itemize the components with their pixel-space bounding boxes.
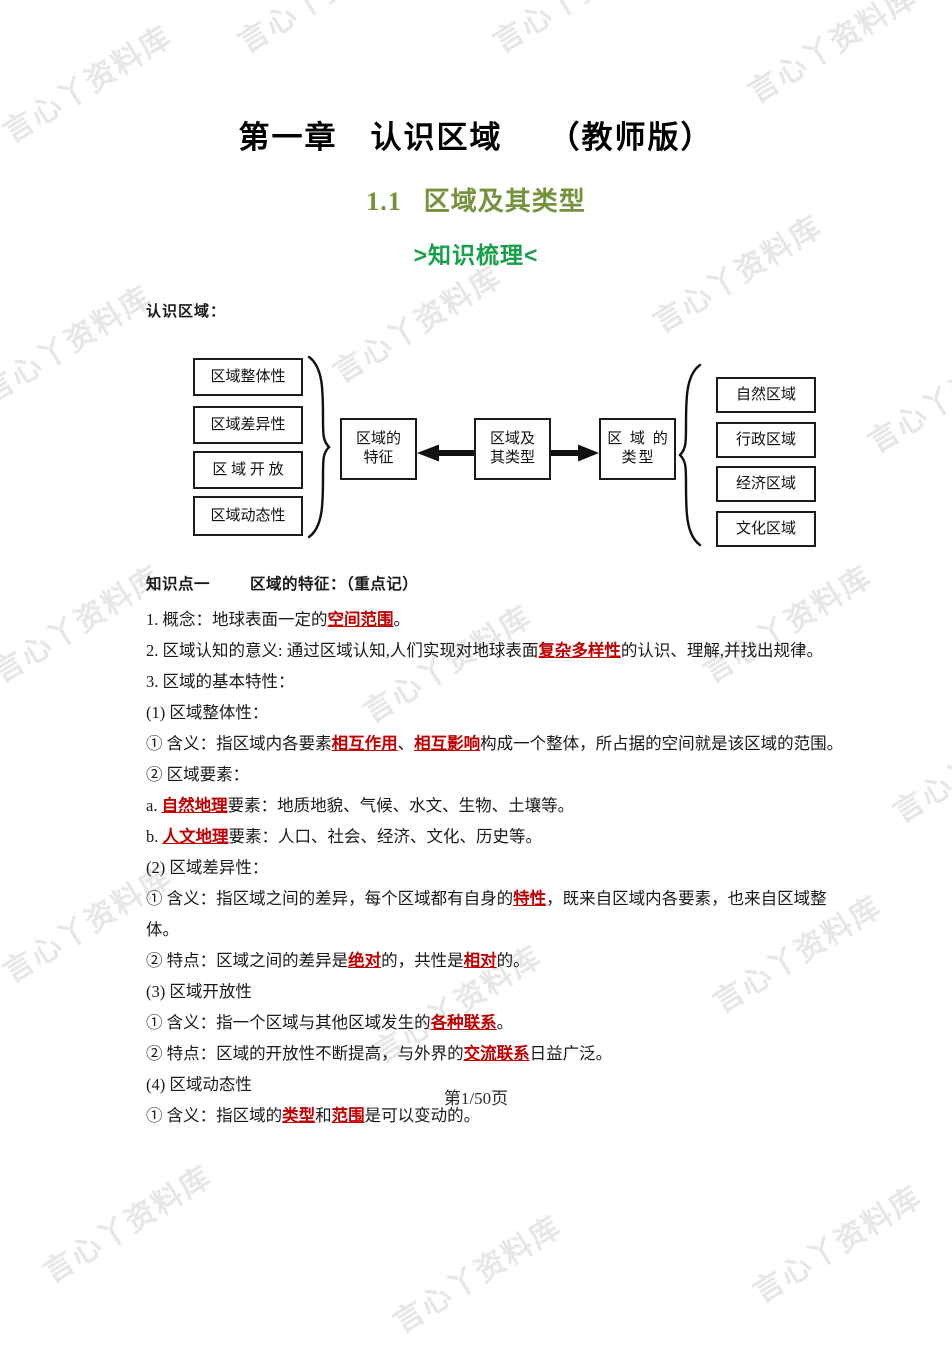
section-heading: 1.1 区域及其类型 [0,181,952,218]
diagram-box-center-right: 区 域 的 类型 [599,418,676,480]
knowledge-point-label: 知识点一 [146,576,211,593]
diagram-box-label: 区域整体性 [210,368,286,385]
diagram-box-label: 行政区域 [735,431,796,448]
chapter-edition: （教师版） [548,120,714,155]
diagram-box-label: 自然区域 [735,386,796,403]
section-title: 区域及其类型 [423,187,586,216]
line-text: 2. 区域认知的意义: 通过区域认知,人们实现对地球表面 [146,641,539,660]
line-text: 和 [315,1106,332,1125]
line-text: 。 [496,1013,514,1032]
lead-label: 认识区域： [146,303,227,320]
diagram-box-left-2: 区域差异性 [193,406,303,444]
page-title: 第一章 认识区域 （教师版） [0,0,952,157]
line-text: 的认识、理解,并找出规律。 [620,641,823,660]
text-line-12: (3) 区域开放性 [146,982,252,1001]
watermark-text: 言心丫资料库 [387,1210,569,1340]
highlight: 空间范围 [327,610,394,629]
highlight: 范围 [331,1106,365,1125]
line-text: 。 [393,610,411,629]
text-line-13: ① 含义：指一个区域与其他区域发生的各种联系。 [146,1007,852,1038]
line-text: ① 含义：指区域的 [146,1106,283,1125]
diagram-box-left-3: 区 域 开 放 [193,451,303,489]
highlight: 特性 [513,889,547,908]
line-text: ，既来自区域内各要素，也来自区域整体。 [146,889,827,939]
text-line-14: ② 特点：区域的开放性不断提高，与外界的交流联系日益广泛。 [146,1038,852,1069]
text-line-16: ① 含义：指区域的类型和范围是可以变动的。 [146,1100,852,1131]
text-line-10: ① 含义：指区域之间的差异，每个区域都有自身的特性，既来自区域内各要素，也来自区… [146,883,852,945]
diagram-box-right-3: 经济区域 [716,466,816,502]
line-text: ① 含义：指区域内各要素 [146,734,332,753]
diagram-box-label: 经济区域 [735,475,796,492]
line-text: ① 含义：指区域之间的差异，每个区域都有自身的 [146,889,514,908]
diagram-box-label-line2: 类型 [621,450,656,466]
diagram-box-label-line1: 区 域 的 [607,431,670,448]
line-text: 是可以变动的。 [364,1106,481,1125]
line-text: 要素：人口、社会、经济、文化、历史等。 [228,827,543,846]
highlight: 相互影响 [414,734,481,753]
highlight: 相互作用 [331,734,398,753]
diagram-box-right-2: 行政区域 [716,422,816,458]
text-line-7: a. 自然地理要素：地质地貌、气候、水文、生物、土壤等。 [146,790,852,821]
diagram-box-label: 区 域 开 放 [212,461,284,478]
line-text: 要素：地质地貌、气候、水文、生物、土壤等。 [227,796,575,815]
diagram-box-label-line2: 特征 [363,450,394,466]
highlight: 类型 [282,1106,316,1125]
line-text: b. [146,827,163,846]
line-text: 的。 [496,951,530,970]
part-heading: >知识梳理< [413,242,539,268]
highlight: 各种联系 [430,1013,497,1032]
diagram-box-label: 文化区域 [735,520,796,537]
watermark-text: 言心丫资料库 [37,1160,219,1290]
text-line-4: (1) 区域整体性： [146,703,269,722]
concept-diagram: 区域整体性 区域差异性 区 域 开 放 区域动态性 区域的 特征 [0,333,952,563]
diagram-box-label-line1: 区域的 [355,431,401,448]
diagram-box-label: 区域差异性 [210,416,286,433]
highlight: 复杂多样性 [538,641,621,660]
arrow-right-icon [551,443,599,468]
diagram-box-left-1: 区域整体性 [193,358,303,396]
highlight: 相对 [463,951,497,970]
line-text: 、 [397,734,415,753]
text-line-8: b. 人文地理要素：人口、社会、经济、文化、历史等。 [146,821,852,852]
text-line-15: (4) 区域动态性 [146,1075,252,1094]
knowledge-point-heading: 知识点一 区域的特征：（重点记） [146,569,852,600]
diagram-box-right-4: 文化区域 [716,511,816,547]
highlight: 绝对 [348,951,382,970]
diagram-box-label: 区域动态性 [210,507,286,524]
line-text: 构成一个整体，所占据的空间就是该区域的范围。 [480,734,844,753]
knowledge-point-title: 区域的特征：（重点记） [250,576,419,593]
chapter-title: 第一章 认识区域 [238,120,503,155]
diagram-box-center-mid: 区域及 其类型 [474,418,551,480]
left-brace-icon [305,355,331,539]
watermark-text: 言心丫资料库 [747,1180,929,1310]
text-line-1: 1. 概念：地球表面一定的空间范围。 [146,604,852,635]
line-text: 日益广泛。 [529,1044,613,1063]
highlight: 人文地理 [162,827,229,846]
right-brace-icon [678,363,704,547]
line-text: a. [146,796,162,815]
page-footer: 第1/50页 [443,1089,509,1108]
arrow-left-icon [417,443,475,468]
diagram-box-left-4: 区域动态性 [193,496,303,536]
section-number: 1.1 [366,187,402,216]
diagram-box-label-line1: 区域及 [489,431,535,448]
text-line-11: ② 特点：区域之间的差异是绝对的，共性是相对的。 [146,945,852,976]
diagram-box-center-left: 区域的 特征 [340,418,417,480]
diagram-box-label-line2: 其类型 [489,450,535,466]
line-text: ① 含义：指一个区域与其他区域发生的 [146,1013,431,1032]
body-text: 知识点一区域的特征：（重点记） 1. 概念：地球表面一定的空间范围。 2. 区域… [0,569,952,1131]
line-text: 1. 概念：地球表面一定的 [146,610,328,629]
text-line-2: 2. 区域认知的意义: 通过区域认知,人们实现对地球表面复杂多样性的认识、理解,… [146,635,852,666]
highlight: 交流联系 [463,1044,530,1063]
text-line-3: 3. 区域的基本特性： [146,672,295,691]
diagram-box-right-1: 自然区域 [716,377,816,413]
text-line-6: ② 区域要素： [146,765,250,784]
text-line-5: ① 含义：指区域内各要素相互作用、相互影响构成一个整体，所占据的空间就是该区域的… [146,728,852,759]
line-text: ② 特点：区域的开放性不断提高，与外界的 [146,1044,464,1063]
text-line-9: (2) 区域差异性： [146,858,269,877]
line-text: ② 特点：区域之间的差异是 [146,951,349,970]
highlight: 自然地理 [161,796,228,815]
line-text: 的，共性是 [381,951,464,970]
